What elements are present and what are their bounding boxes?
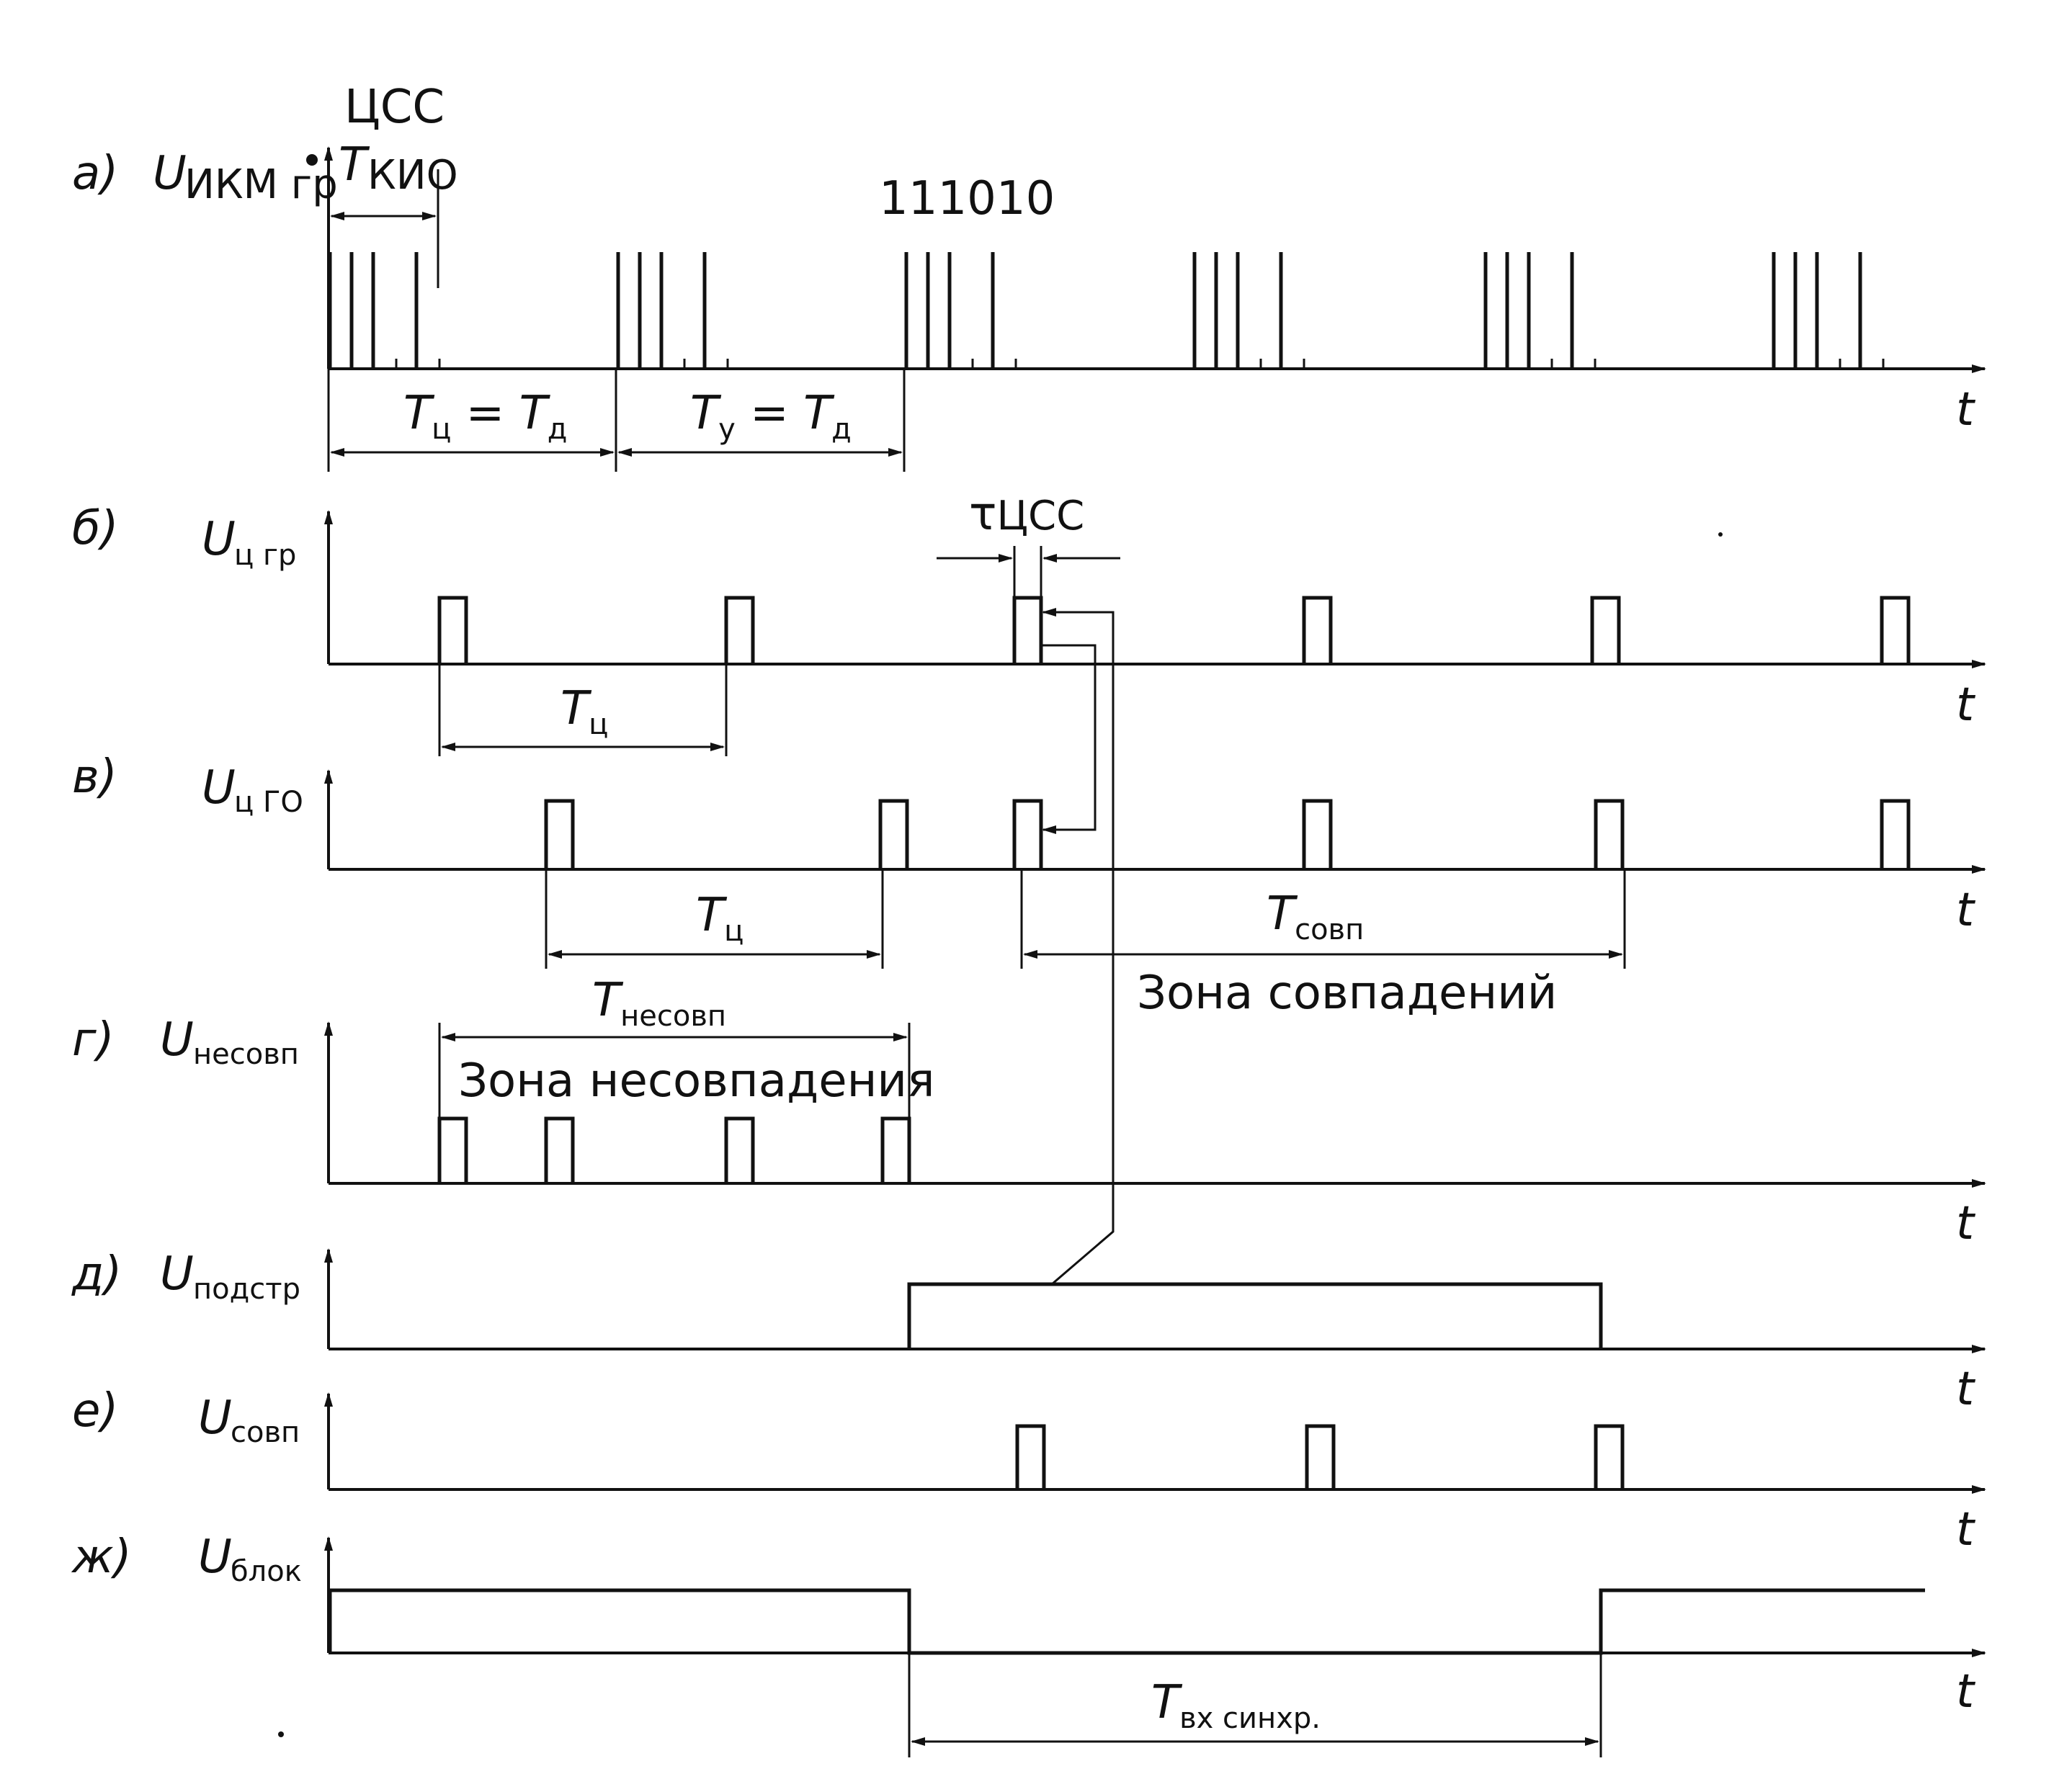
connector-b-to-v xyxy=(1041,644,1097,834)
signal-name-d: U xyxy=(160,1247,194,1301)
row-g-waveform: t Tнесовп Зона несовпадения xyxy=(324,974,1986,1250)
signal-name-a: U xyxy=(153,147,187,200)
tc-eq-td-label: Tц = Tд xyxy=(403,387,567,446)
pulse-train-e xyxy=(1015,1424,1625,1489)
signal-name-b: U xyxy=(202,513,236,566)
row-label-a: а) U ИКМ гр xyxy=(72,147,338,208)
t-label-a: t xyxy=(1956,383,1976,436)
cycle-pulse-v xyxy=(544,799,575,869)
pulse-train-b xyxy=(437,596,1911,664)
signal-name-e: U xyxy=(198,1392,232,1445)
row-label-d: д) U подстр xyxy=(71,1247,300,1306)
mismatch-pulse xyxy=(724,1116,755,1183)
signal-sub-g: несовп xyxy=(193,1038,299,1071)
row-v-waveform: t Tц Tсовп Зона совпадений xyxy=(324,769,1986,1020)
tnesovp-label: Tнесовп xyxy=(592,974,726,1033)
t-label-e: t xyxy=(1956,1503,1976,1556)
cycle-pulse-b xyxy=(1302,596,1333,664)
speck xyxy=(278,1731,284,1737)
row-letter-d: д) xyxy=(71,1247,122,1301)
signal-sub-b: ц гр xyxy=(234,539,296,572)
zone-nesovp-label: Зона несовпадения xyxy=(458,1054,935,1108)
block-waveform xyxy=(328,1588,1925,1655)
row-letter-g: г) xyxy=(72,1013,115,1067)
kio-sub: КИО xyxy=(367,152,458,199)
mismatch-pulse xyxy=(544,1116,575,1183)
row-label-zh: ж) U блок xyxy=(71,1531,302,1588)
tsovp-label: Tсовп xyxy=(1267,887,1364,946)
pulse-train-g xyxy=(437,1116,911,1183)
row-label-b: б) U ц гр xyxy=(72,502,296,572)
mismatch-pulse xyxy=(437,1116,468,1183)
signal-sub-a: ИКМ гр xyxy=(184,161,338,208)
speck xyxy=(1718,532,1723,537)
row-letter-zh: ж) xyxy=(71,1531,132,1584)
kio-label: T xyxy=(339,138,370,192)
cycle-pulse-b xyxy=(1880,596,1911,664)
pulse-train-a xyxy=(328,252,1885,369)
row-e-waveform: t xyxy=(324,1392,1986,1556)
row-letter-e: е) xyxy=(72,1384,118,1438)
connector-d-to-b xyxy=(1042,608,1115,1286)
tc-b-label: Tц xyxy=(561,682,608,741)
cycle-pulse-v xyxy=(1594,799,1625,869)
coincidence-pulse xyxy=(1015,1424,1046,1489)
t-label-g: t xyxy=(1956,1197,1976,1250)
row-zh-waveform: t Tвх синхр. xyxy=(324,1536,1986,1757)
row-letter-a: а) xyxy=(72,147,118,200)
signal-name-v: U xyxy=(202,761,236,815)
t-label-d: t xyxy=(1956,1363,1976,1416)
cycle-pulse-v xyxy=(1880,799,1911,869)
signal-sub-e: совп xyxy=(231,1416,300,1449)
signal-sub-d: подстр xyxy=(193,1273,300,1306)
tvx-label: Tвх синхр. xyxy=(1151,1676,1321,1735)
cycle-pulse-b xyxy=(437,596,468,664)
row-b-waveform: t τЦСС Tц xyxy=(324,488,1986,756)
ty-eq-td-label: Tу = Tд xyxy=(690,387,852,446)
signal-name-zh: U xyxy=(198,1531,232,1584)
tau-css-label: τЦСС xyxy=(969,488,1084,541)
row-label-g: г) U несовп xyxy=(72,1013,299,1071)
coincidence-pulse xyxy=(1305,1424,1336,1489)
cycle-pulse-b xyxy=(724,596,755,664)
signal-sub-zh: блок xyxy=(231,1555,302,1588)
t-label-b: t xyxy=(1956,678,1976,732)
signal-name-g: U xyxy=(160,1013,194,1067)
row-label-e: е) U совп xyxy=(72,1384,300,1449)
mismatch-pulse xyxy=(880,1116,911,1183)
t-label-zh: t xyxy=(1956,1665,1976,1718)
code-word-label: 111010 xyxy=(879,172,1055,225)
zone-sovp-label: Зона совпадений xyxy=(1137,967,1557,1020)
adjust-pulse xyxy=(907,1282,1603,1349)
cycle-pulse-b xyxy=(1590,596,1621,664)
row-letter-b: б) xyxy=(72,502,118,555)
row-a-waveform: t ЦСС T КИО 111010 Tц = Tд Tу = Tд xyxy=(306,81,1986,472)
cycle-pulse-v xyxy=(1012,799,1043,869)
cycle-pulse-v xyxy=(1302,799,1333,869)
cycle-pulse-b xyxy=(1012,596,1043,664)
coincidence-pulse xyxy=(1594,1424,1625,1489)
row-d-waveform: t xyxy=(324,1248,1986,1416)
cycle-pulse-v xyxy=(878,799,909,869)
row-letter-v: в) xyxy=(72,750,117,804)
pulse-train-v xyxy=(544,799,1911,869)
row-label-v: в) U ц ГО xyxy=(72,750,303,819)
signal-sub-v: ц ГО xyxy=(234,786,303,819)
t-label-v: t xyxy=(1956,884,1976,937)
tc-v-label: Tц xyxy=(696,889,743,948)
css-label: ЦСС xyxy=(344,81,445,134)
css-marker-dot xyxy=(306,154,318,166)
coincidence-connector xyxy=(1041,608,1115,1286)
